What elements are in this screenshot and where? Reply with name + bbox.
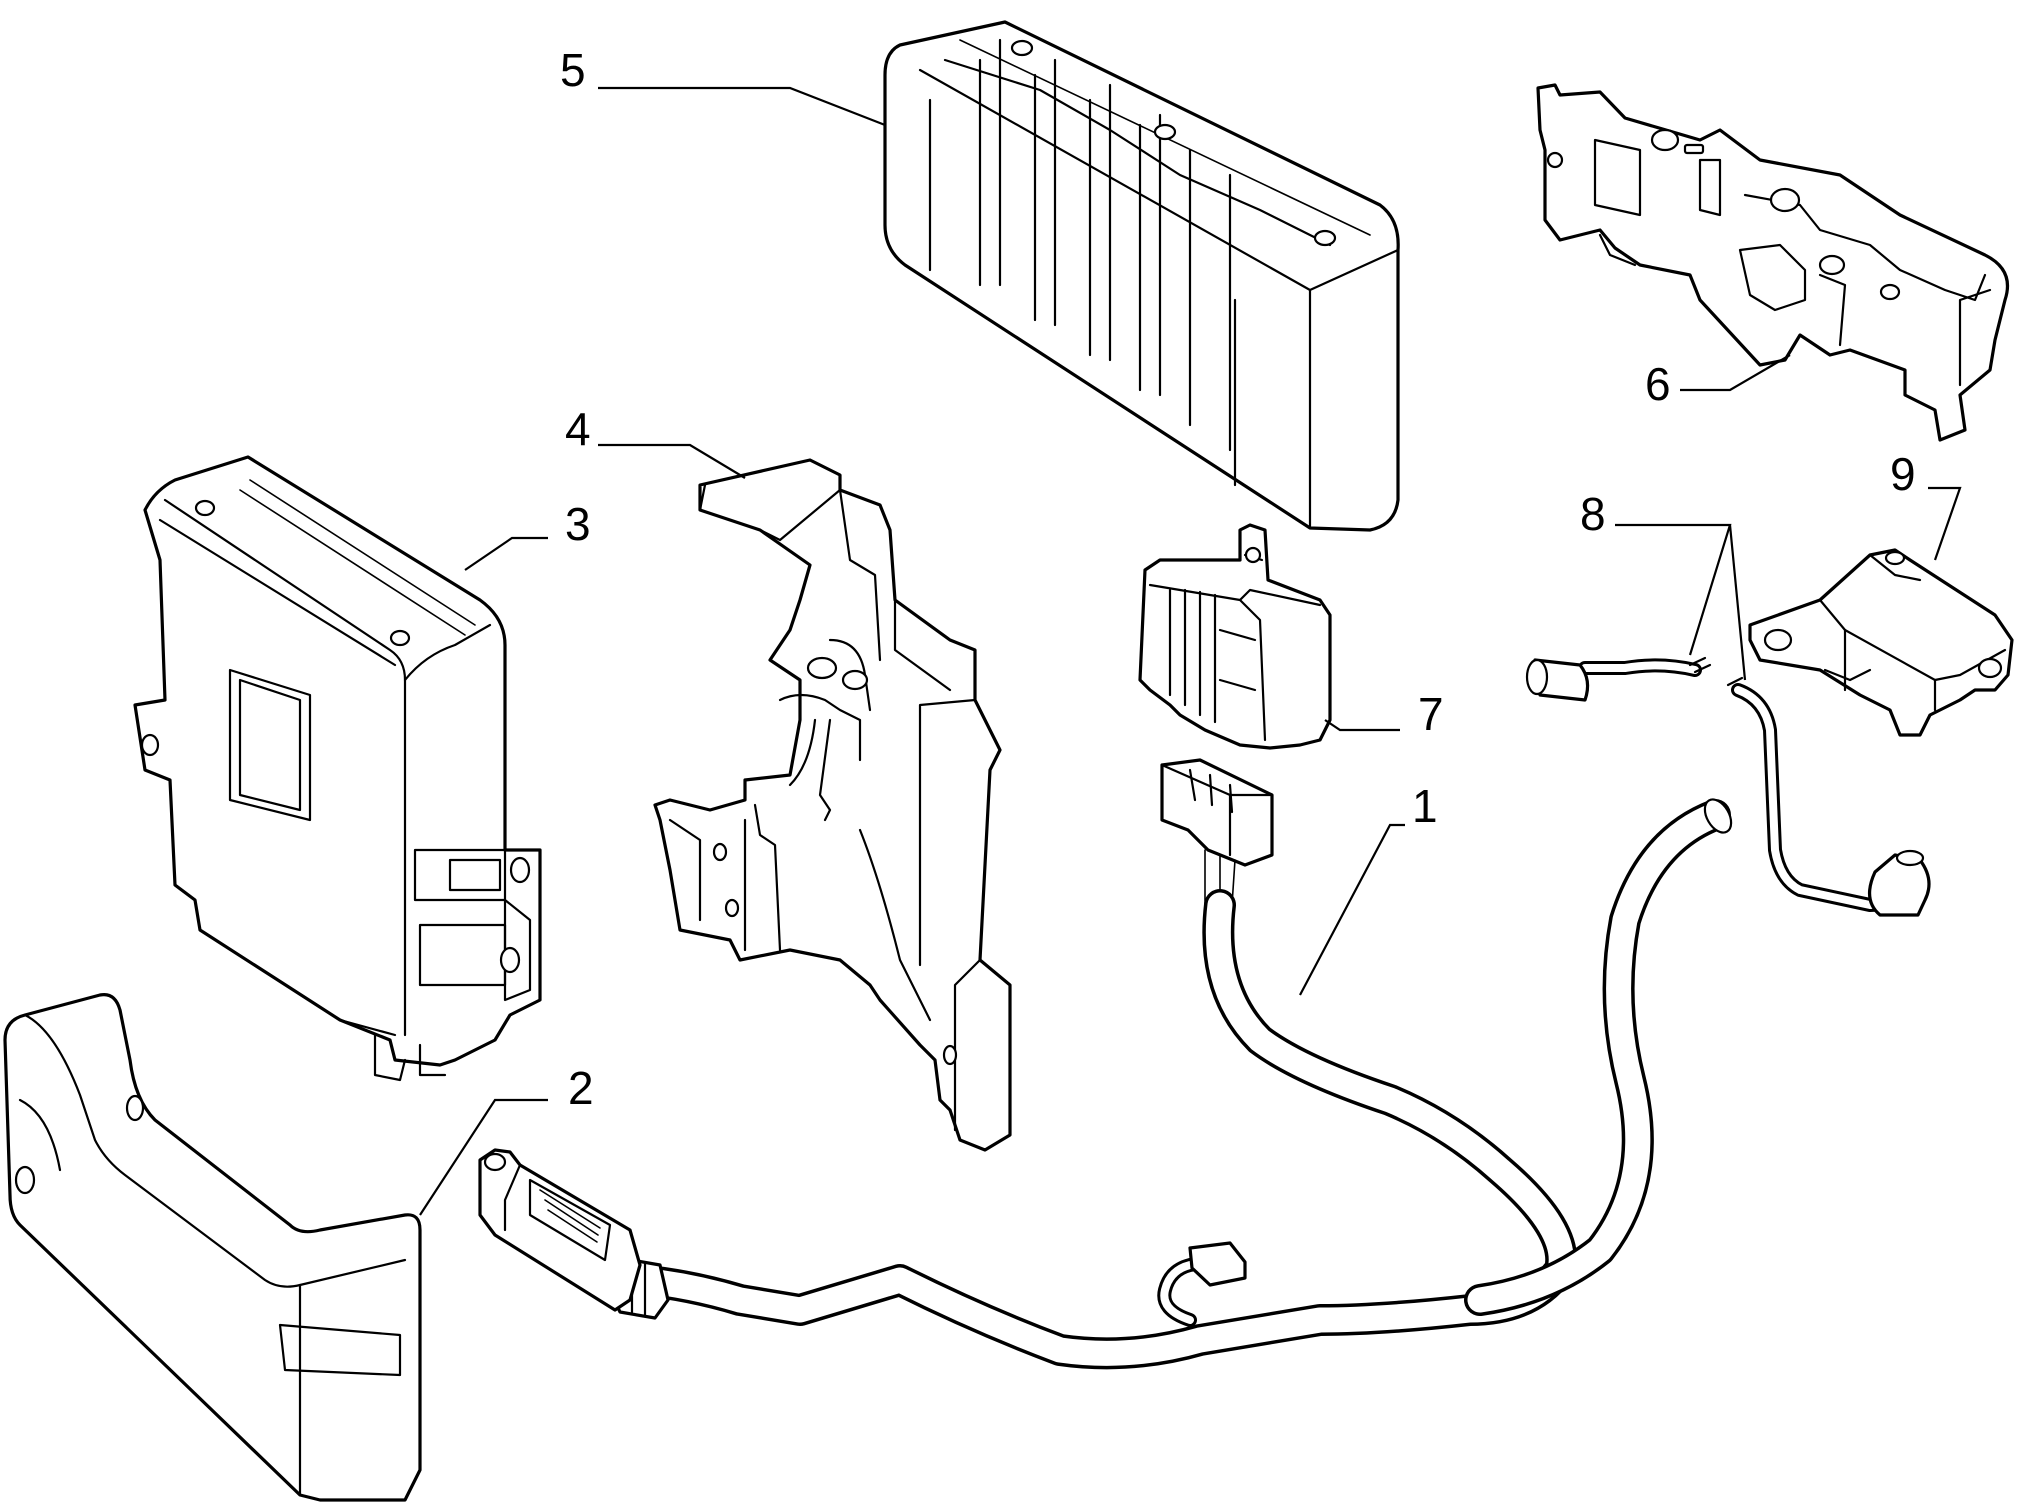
callout-leaders [419, 86, 1962, 1216]
part-7-relay [1138, 523, 1332, 750]
callout-label-3: 3 [565, 498, 591, 550]
harness-connector-block [1160, 758, 1274, 906]
part-4-mounting-bracket [653, 458, 1012, 1152]
part-3-control-unit [133, 455, 542, 1082]
callout-label-6: 6 [1645, 358, 1671, 410]
callout-label-7: 7 [1418, 688, 1444, 740]
callout-label-9: 9 [1890, 448, 1916, 500]
part-8-vacuum-hose [1525, 656, 1931, 917]
part-2-protective-cover [3, 992, 422, 1502]
callout-label-1: 1 [1412, 780, 1438, 832]
callout-label-8: 8 [1580, 488, 1606, 540]
callout-label-4: 4 [565, 403, 591, 455]
part-6-support-bracket [1536, 83, 2010, 442]
callout-labels: 5 6 4 3 2 7 1 8 9 [560, 44, 1916, 1114]
callout-label-5: 5 [560, 44, 586, 96]
part-9-pressure-sensor [1748, 548, 2014, 737]
part-5-cover-housing [883, 20, 1400, 532]
part-1-wiring-harness [478, 798, 1733, 1370]
callout-label-2: 2 [568, 1062, 594, 1114]
